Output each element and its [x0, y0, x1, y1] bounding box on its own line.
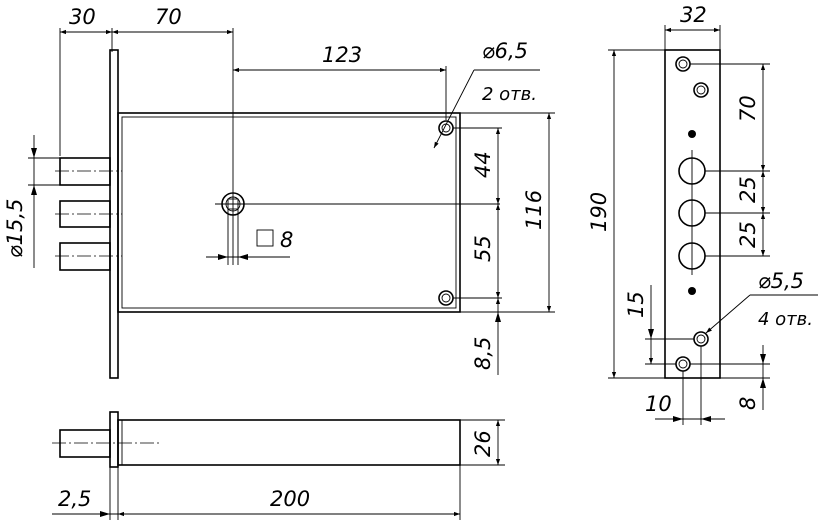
dim-15-5-arrow-bottom — [31, 185, 37, 195]
dim-123-label: 123 — [322, 43, 362, 67]
screw-hole-4-inner — [678, 359, 688, 369]
faceplate-view: 32 190 70 25 25 15 10 — [587, 3, 818, 425]
screw-hole-3-inner — [696, 334, 706, 344]
dim-30-label: 30 — [69, 5, 96, 29]
dim-200-label: 200 — [270, 487, 310, 511]
dim-15-5-arrow-top — [31, 148, 37, 158]
leader-hole-6-5 — [433, 69, 475, 149]
hole-5-5-count-label: 4 отв. — [758, 309, 813, 330]
screw-hole-1-inner — [678, 59, 688, 69]
faceplate-outline — [664, 49, 721, 379]
leader-hole-5-5 — [705, 294, 751, 334]
dim-8-arrow-bottom — [760, 378, 766, 388]
mount-hole-bottom — [438, 290, 454, 306]
dim-70-faceplate-label: 70 — [736, 95, 760, 122]
lock-front-view: 30 70 123 ⌀6,5 2 отв. ⌀15,5 44 55 116 8,… — [3, 5, 555, 379]
bottom-body — [117, 419, 461, 466]
dim-square-arrow-right — [238, 254, 248, 260]
dim-8-5-arrow — [495, 312, 501, 322]
bottom-bolt — [59, 429, 111, 458]
faceplate-mark-bottom — [688, 287, 696, 295]
dim-32-label: 32 — [680, 3, 707, 27]
dim-70-label: 70 — [155, 5, 182, 29]
dim-190-label: 190 — [587, 192, 611, 232]
dim-15-label: 15 — [624, 291, 648, 318]
screw-hole-4 — [675, 356, 691, 372]
screw-hole-2 — [693, 82, 709, 98]
dim-2-5-arrow — [100, 511, 110, 517]
lock-bottom-view: 26 2,5 200 — [52, 411, 505, 520]
bolt-bottom — [59, 242, 111, 271]
dim-8-arrow-top — [760, 354, 766, 364]
faceplate-mark-top — [688, 130, 696, 138]
dim-10-label: 10 — [645, 392, 672, 416]
dim-10-arrow-right — [701, 416, 711, 422]
dim-55-label: 55 — [471, 235, 495, 262]
dim-2-5-label: 2,5 — [58, 487, 91, 511]
hole-6-5-count-label: 2 отв. — [482, 84, 537, 105]
dim-15-arrow-top — [648, 329, 654, 339]
dim-25b-label: 25 — [736, 221, 760, 248]
square-symbol — [256, 229, 274, 247]
hole-5-5-dia-label: ⌀5,5 — [758, 269, 804, 293]
screw-hole-3 — [693, 331, 709, 347]
bottom-plate — [109, 411, 119, 468]
dim-8-label: 8 — [736, 397, 760, 410]
screw-hole-1 — [675, 56, 691, 72]
lock-body-inner — [121, 116, 457, 309]
mount-hole-bottom-inner — [441, 293, 451, 303]
dim-25a-label: 25 — [736, 176, 760, 203]
mount-hole-top — [438, 120, 454, 136]
dim-15-5-label: ⌀15,5 — [3, 199, 27, 258]
lock-body — [117, 112, 461, 313]
dim-square-arrow-left — [218, 254, 228, 260]
dim-116-label: 116 — [522, 190, 546, 230]
dim-8-5-label: 8,5 — [471, 337, 495, 370]
hole-6-5-dia-label: ⌀6,5 — [482, 39, 528, 63]
dim-44-label: 44 — [471, 151, 495, 178]
dim-26-label: 26 — [471, 430, 495, 457]
bolt-top — [59, 157, 111, 186]
screw-hole-2-inner — [696, 85, 706, 95]
dim-square-8-label: 8 — [280, 228, 293, 252]
dim-10-arrow-left — [673, 416, 683, 422]
lock-bolts — [55, 157, 122, 271]
